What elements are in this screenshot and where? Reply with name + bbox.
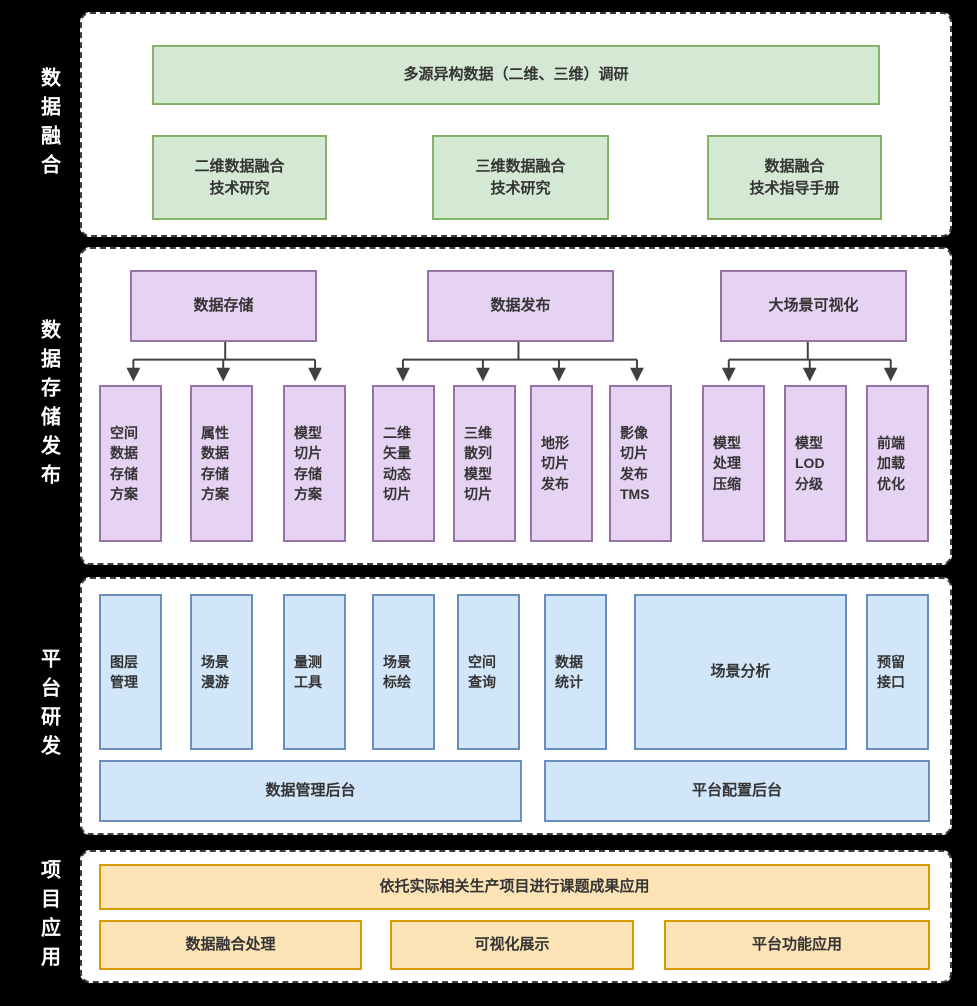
module-spatial-query-box: 空间 查询 — [457, 594, 520, 750]
section-label-application: 项目应用 — [26, 850, 72, 983]
storage-child-model-tile-box: 模型 切片 存储 方案 — [283, 385, 346, 542]
publish-child-imagery-tms-box: 影像 切片 发布 TMS — [609, 385, 672, 542]
storage-child-attribute-box: 属性 数据 存储 方案 — [190, 385, 253, 542]
vis-child-lod-box: 模型 LOD 分级 — [784, 385, 847, 542]
fusion-manual-box: 数据融合 技术指导手册 — [707, 135, 882, 220]
publish-child-2d-vector-box: 二维 矢量 动态 切片 — [372, 385, 435, 542]
module-reserved-interface-box: 预留 接口 — [866, 594, 929, 750]
backend-platform-config-box: 平台配置后台 — [544, 760, 930, 822]
fusion-3d-research-box: 三维数据融合 技术研究 — [432, 135, 609, 220]
module-scene-analysis-box: 场景分析 — [634, 594, 847, 750]
section-label-text: 数据融合 — [37, 66, 60, 183]
application-banner-box: 依托实际相关生产项目进行课题成果应用 — [99, 864, 930, 910]
module-measure-tools-box: 量测 工具 — [283, 594, 346, 750]
panel-application: 依托实际相关生产项目进行课题成果应用 数据融合处理 可视化展示 平台功能应用 — [80, 850, 952, 983]
panel-platform: 图层 管理 场景 漫游 量测 工具 场景 标绘 空间 查询 数据 统计 场景分析… — [80, 577, 952, 835]
section-label-platform: 平台研发 — [26, 577, 72, 835]
backend-data-management-box: 数据管理后台 — [99, 760, 522, 822]
module-data-statistics-box: 数据 统计 — [544, 594, 607, 750]
section-label-text: 项目应用 — [37, 858, 60, 975]
section-label-text: 平台研发 — [37, 648, 60, 764]
panel-data-storage: 数据存储 数据发布 大场景可视化 空间 数据 存储 方案 属性 数据 存储 方案… — [80, 247, 952, 565]
application-visualization-box: 可视化展示 — [390, 920, 634, 970]
fusion-2d-research-box: 二维数据融合 技术研究 — [152, 135, 327, 220]
storage-child-spatial-box: 空间 数据 存储 方案 — [99, 385, 162, 542]
section-label-data-fusion: 数据融合 — [26, 12, 72, 237]
application-platform-function-box: 平台功能应用 — [664, 920, 930, 970]
vis-child-compression-box: 模型 处理 压缩 — [702, 385, 765, 542]
vis-child-frontend-box: 前端 加载 优化 — [866, 385, 929, 542]
module-scene-plotting-box: 场景 标绘 — [372, 594, 435, 750]
visualization-parent-box: 大场景可视化 — [720, 270, 907, 342]
module-scene-roaming-box: 场景 漫游 — [190, 594, 253, 750]
section-label-data-storage: 数据存储发布 — [26, 247, 72, 565]
fusion-survey-box: 多源异构数据（二维、三维）调研 — [152, 45, 880, 105]
application-fusion-processing-box: 数据融合处理 — [99, 920, 362, 970]
storage-parent-box: 数据存储 — [130, 270, 317, 342]
publish-child-terrain-box: 地形 切片 发布 — [530, 385, 593, 542]
publish-child-3d-model-box: 三维 散列 模型 切片 — [453, 385, 516, 542]
section-label-text: 数据存储发布 — [37, 319, 60, 493]
module-layer-management-box: 图层 管理 — [99, 594, 162, 750]
publish-parent-box: 数据发布 — [427, 270, 614, 342]
panel-data-fusion: 多源异构数据（二维、三维）调研 二维数据融合 技术研究 三维数据融合 技术研究 … — [80, 12, 952, 237]
